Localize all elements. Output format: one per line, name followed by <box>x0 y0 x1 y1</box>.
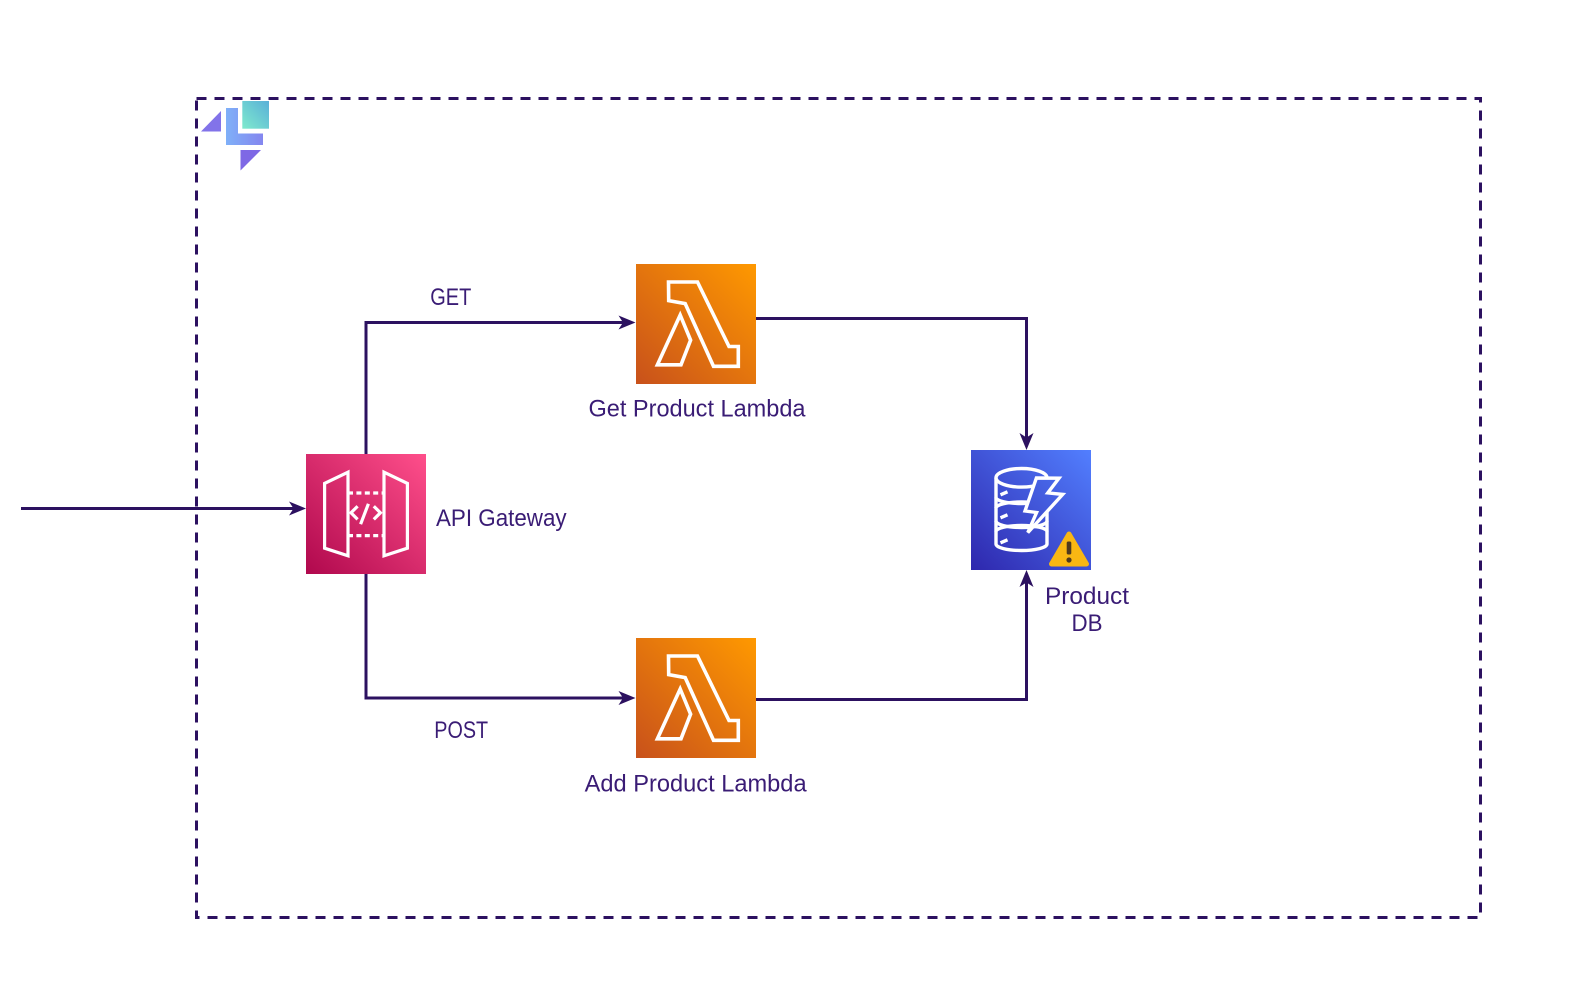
label-edge-post: POST <box>434 717 488 744</box>
node-product-db[interactable] <box>971 450 1091 570</box>
warning-exclamation-dot <box>1066 557 1072 563</box>
label-get-product-lambda: Get Product Lambda <box>589 396 807 423</box>
eraser-logo <box>201 101 269 171</box>
lambda-glyph-main <box>666 280 741 369</box>
label-api-gateway: API Gateway <box>436 505 567 532</box>
edge-add-lambda-to-product-db <box>756 570 1034 701</box>
arrowhead <box>1019 570 1034 587</box>
lambda-glyph-leg <box>654 684 693 741</box>
label-edge-get: GET <box>430 284 471 311</box>
gateway-code-right-angle <box>372 505 383 521</box>
node-add-product-lambda[interactable] <box>636 638 756 758</box>
db-band2-upper-arc <box>994 523 1049 533</box>
warning-exclamation-bar <box>1066 541 1072 555</box>
edges <box>21 315 1034 705</box>
db-dash-2 <box>999 513 1009 520</box>
gateway-code-slash <box>359 503 370 525</box>
db-band2-lower-arc <box>994 520 1049 530</box>
lambda-glyph-main <box>666 654 741 743</box>
db-lightning-bolt <box>1022 476 1067 534</box>
gateway-left-panel <box>323 469 350 559</box>
logo-triangle-left <box>201 111 221 132</box>
arrowhead <box>618 691 636 705</box>
edge-api-gateway-to-get-lambda <box>364 315 636 454</box>
edge-api-gateway-to-add-lambda <box>364 574 636 705</box>
db-dash-1 <box>999 490 1009 497</box>
edge-get-lambda-to-product-db <box>756 317 1034 450</box>
arrowhead <box>289 501 306 516</box>
gateway-right-panel <box>382 469 409 559</box>
label-product-db-line2: DB <box>1072 610 1103 637</box>
logo-triangle-bottom <box>240 150 261 171</box>
label-product-db-line1: Product <box>1045 583 1129 610</box>
arrowhead <box>1019 433 1034 450</box>
logo-l-shape <box>226 108 263 145</box>
node-api-gateway[interactable] <box>306 454 426 574</box>
container-boundary <box>195 97 1482 919</box>
arrowhead <box>618 315 636 330</box>
gateway-code-left-angle <box>348 505 359 521</box>
db-dash-3 <box>999 538 1009 545</box>
logo-square <box>242 101 269 129</box>
node-get-product-lambda[interactable] <box>636 264 756 384</box>
db-bottom-arc <box>994 543 1049 553</box>
warning-badge <box>1049 531 1089 567</box>
label-add-product-lambda: Add Product Lambda <box>585 771 808 798</box>
labels: API Gateway Get Product Lambda Add Produ… <box>430 284 1129 798</box>
edge-external-to-api-gateway <box>21 501 306 516</box>
lambda-glyph-leg <box>654 310 693 367</box>
